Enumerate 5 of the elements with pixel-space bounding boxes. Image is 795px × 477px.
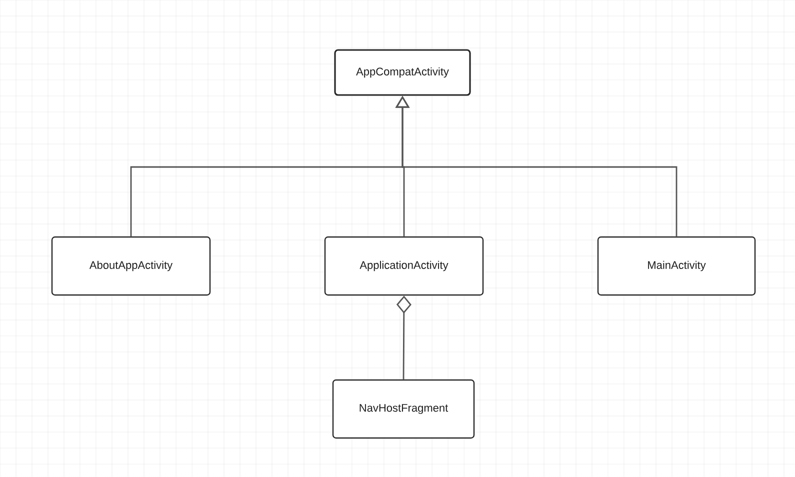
class-box: AboutAppActivity (51, 236, 211, 296)
class-box: MainActivity (597, 236, 756, 296)
class-box: NavHostFragment (332, 379, 475, 439)
class-box: AppCompatActivity (334, 49, 471, 96)
class-box: ApplicationActivity (324, 236, 484, 296)
